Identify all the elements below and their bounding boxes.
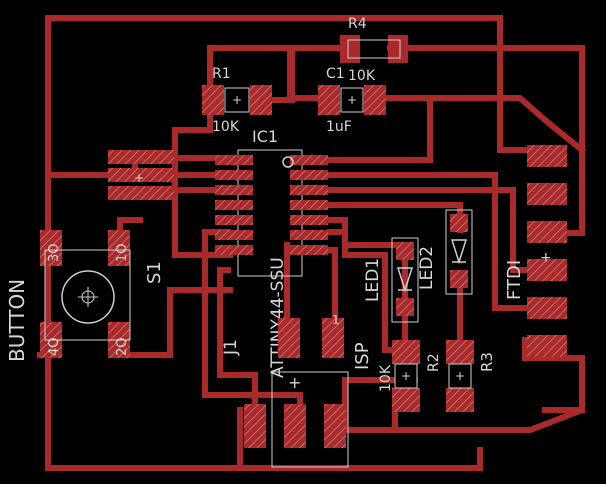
svg-text:+: + [232,93,242,107]
ftdi-header: + FTDI [504,145,567,357]
svg-text:+: + [134,171,144,185]
s1-button: 3O 1O 4O 2O BUTTON S1 [5,230,165,362]
ic1-label: IC1 [252,127,278,146]
r2-label: R2 [426,353,442,372]
j1-label: J1 [221,339,241,356]
r4-value: 10K [348,68,376,84]
isp-label: ISP [352,342,373,370]
isp-header: + J1 ISP 1 [221,313,373,468]
r4-label: R4 [348,16,367,32]
r4-resistor: R4 10K [340,16,408,84]
button-label: BUTTON [5,279,29,362]
ftdi-label: FTDI [504,260,525,300]
pin-4o: 4O [47,337,62,356]
led1-label: LED1 [363,258,383,302]
led2: LED2 [417,209,473,295]
r2-value: 10K [378,364,394,392]
r3-label: R3 [478,352,496,372]
ic1-part: ATTINY44-SSU [268,257,288,378]
s1-label: S1 [144,261,165,284]
left-smd-pads: + [108,150,174,200]
led2-label: LED2 [417,246,437,290]
r1-label: R1 [212,66,231,82]
r2-resistor: + 10K R2 [378,340,442,412]
svg-text:1: 1 [332,313,340,327]
r3-resistor: + R3 [446,340,496,412]
pin-3o: 3O [47,243,62,262]
svg-text:+: + [455,369,465,383]
ic1-chip: IC1 ATTINY44-SSU [215,127,328,378]
pin-2o: 2O [115,337,130,356]
c1-capacitor: + C1 1uF [318,66,386,135]
pin-1o: 1O [115,243,130,262]
r1-resistor: + R1 10K [202,66,272,135]
svg-text:+: + [401,369,411,383]
svg-text:+: + [288,373,301,392]
c1-value: 1uF [326,119,352,135]
c1-label: C1 [326,66,345,82]
svg-text:+: + [347,93,357,107]
led1: LED1 [363,237,419,323]
svg-text:+: + [540,250,552,266]
r1-value: 10K [212,119,240,135]
